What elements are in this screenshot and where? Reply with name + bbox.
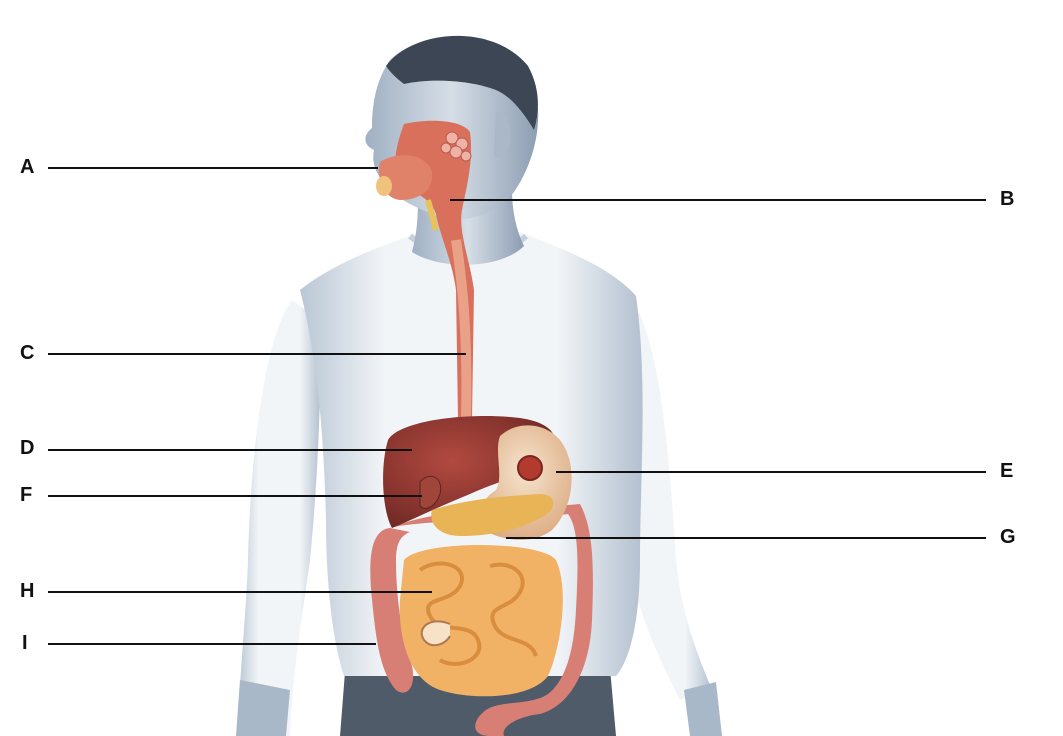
pancreas [431,494,554,536]
label-e: E [1000,460,1014,482]
leader-lines [48,167,986,645]
label-c: C [20,342,35,364]
upper-digestive-tract [376,120,474,421]
label-i: I [22,632,28,654]
label-f: F [20,484,33,506]
salivary-gland [440,131,472,162]
small-intestine [399,545,563,697]
label-b: B [1000,188,1015,210]
label-a: A [20,156,35,178]
label-h: H [20,580,35,602]
label-d: D [20,437,35,459]
large-intestine [370,504,593,736]
label-g: G [1000,526,1016,548]
